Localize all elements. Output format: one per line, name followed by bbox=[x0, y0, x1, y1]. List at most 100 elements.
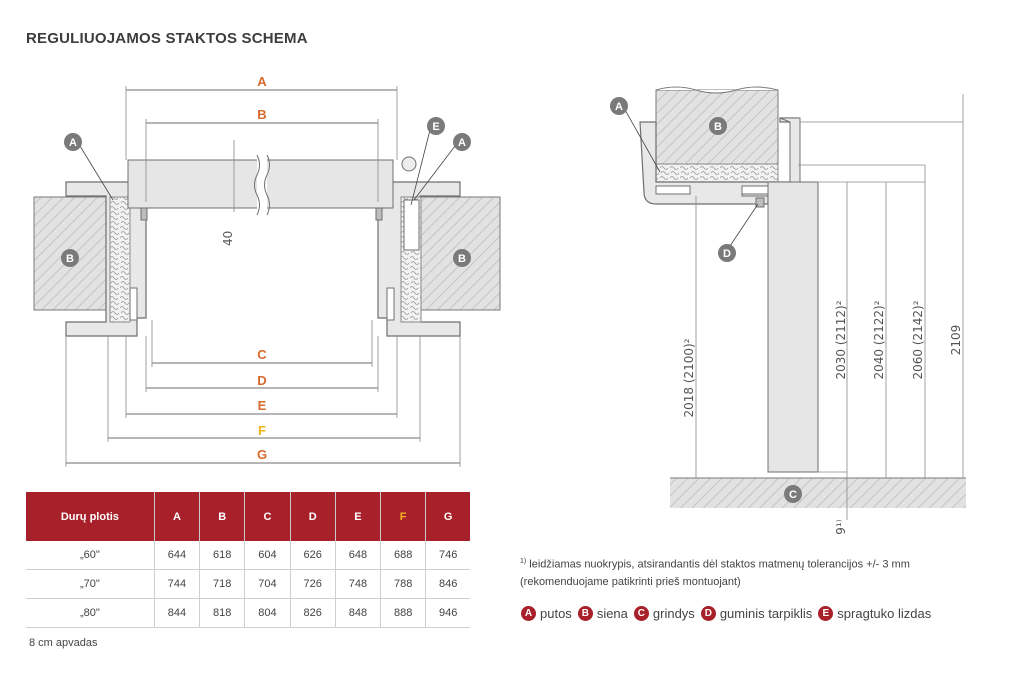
floor-gap-label: 9¹⁾ bbox=[834, 519, 848, 534]
dimensions-table: Durų plotis A B C D E F G „60" 644 618 6… bbox=[26, 492, 470, 628]
legend-item-gasket: D guminis tarpiklis bbox=[700, 606, 813, 621]
legend: A putos B siena C grindys D guminis tarp… bbox=[521, 606, 937, 621]
table-header: Durų plotis bbox=[26, 492, 155, 541]
top-foam bbox=[655, 163, 779, 183]
table-cell: 746 bbox=[425, 541, 470, 570]
table-cell: 626 bbox=[290, 541, 336, 570]
table-cell: 788 bbox=[380, 569, 427, 599]
legend-badge-d: D bbox=[700, 606, 716, 621]
marker-c-section: C bbox=[784, 485, 802, 503]
table-cell: 604 bbox=[244, 541, 291, 570]
svg-text:B: B bbox=[714, 121, 722, 133]
table-cell: 826 bbox=[290, 598, 336, 628]
door-break bbox=[257, 155, 267, 213]
table-cell: 946 bbox=[425, 598, 470, 628]
height-label-2018: 2018 (2100)² bbox=[682, 338, 696, 417]
legend-item-foam: A putos bbox=[521, 606, 572, 621]
table-cell: 848 bbox=[335, 598, 382, 628]
marker-a-section: A bbox=[610, 97, 628, 115]
dim-label-a: A bbox=[257, 74, 267, 89]
table-cell: 844 bbox=[154, 598, 201, 628]
footnote: 1) leidžiamas nuokrypis, atsirandantis d… bbox=[520, 553, 990, 591]
marker-a-left: A bbox=[64, 133, 82, 151]
table-row: „70" 744 718 704 726 748 788 846 bbox=[26, 569, 470, 599]
height-label-2109: 2109 bbox=[949, 325, 963, 356]
dim-label-g: G bbox=[257, 447, 267, 462]
trim-note: 8 cm apvadas bbox=[29, 637, 98, 649]
legend-label-floor: grindys bbox=[652, 606, 695, 621]
dim-label-c: C bbox=[257, 347, 267, 362]
table-cell: 644 bbox=[154, 541, 201, 570]
marker-b-right: B bbox=[453, 249, 471, 267]
table-cell: 718 bbox=[199, 569, 246, 599]
svg-text:B: B bbox=[66, 253, 74, 265]
legend-badge-b: B bbox=[577, 606, 593, 621]
legend-item-floor: C grindys bbox=[633, 606, 695, 621]
legend-label-foam: putos bbox=[540, 606, 572, 621]
table-cell: 704 bbox=[244, 569, 291, 599]
legend-item-wall: B siena bbox=[577, 606, 628, 621]
svg-text:B: B bbox=[458, 253, 466, 265]
dim-label-e: E bbox=[258, 398, 267, 413]
marker-e: E bbox=[427, 117, 445, 135]
dim-label-d: D bbox=[257, 373, 266, 388]
table-cell: 888 bbox=[380, 598, 427, 628]
table-header: E bbox=[335, 492, 382, 541]
table-cell: 618 bbox=[199, 541, 246, 570]
table-row: „60" 644 618 604 626 648 688 746 bbox=[26, 541, 470, 570]
depth-label: 40 bbox=[221, 231, 235, 246]
table-cell: 818 bbox=[199, 598, 246, 628]
legend-label-clip-socket: spragtuko lizdas bbox=[837, 606, 932, 621]
legend-label-gasket: guminis tarpiklis bbox=[719, 606, 813, 621]
table-header: D bbox=[290, 492, 336, 541]
table-header: A bbox=[154, 492, 201, 541]
height-label-2060: 2060 (2142)² bbox=[911, 300, 925, 379]
gasket bbox=[755, 197, 765, 208]
marker-a-right: A bbox=[453, 133, 471, 151]
marker-b-section: B bbox=[709, 117, 727, 135]
svg-text:A: A bbox=[69, 137, 77, 149]
svg-text:D: D bbox=[723, 248, 731, 260]
left-foam bbox=[109, 196, 131, 323]
legend-label-wall: siena bbox=[596, 606, 628, 621]
table-cell: „70" bbox=[26, 569, 155, 599]
dim-label-b: B bbox=[257, 107, 266, 122]
footnote-text: leidžiamas nuokrypis, atsirandantis dėl … bbox=[520, 558, 910, 588]
table-cell: 748 bbox=[335, 569, 382, 599]
table-header: F bbox=[380, 492, 427, 541]
legend-badge-a: A bbox=[521, 606, 536, 621]
height-label-2030: 2030 (2112)² bbox=[834, 300, 848, 379]
marker-d-section: D bbox=[718, 244, 736, 262]
left-seal bbox=[140, 207, 148, 221]
table-cell: 648 bbox=[335, 541, 382, 570]
page-title: REGULIUOJAMOS STAKTOS SCHEMA bbox=[26, 30, 308, 47]
legend-badge-e: E bbox=[818, 606, 834, 621]
svg-text:E: E bbox=[432, 121, 439, 133]
table-cell: „60" bbox=[26, 541, 155, 570]
svg-text:A: A bbox=[458, 137, 466, 149]
table-header: G bbox=[425, 492, 470, 541]
right-clip-slot bbox=[386, 287, 395, 321]
marker-b-left: B bbox=[61, 249, 79, 267]
table-cell: 688 bbox=[380, 541, 427, 570]
hinge bbox=[401, 156, 417, 172]
table-cell: 804 bbox=[244, 598, 291, 628]
right-wall bbox=[411, 196, 501, 311]
table-cell: „80" bbox=[26, 598, 155, 628]
legend-item-clip-socket: E spragtuko lizdas bbox=[818, 606, 931, 621]
height-label-2040: 2040 (2122)² bbox=[872, 300, 886, 379]
table-cell: 726 bbox=[290, 569, 336, 599]
section-view: 2018 (2100)² 2030 (2112)² 2040 (2122)² 2… bbox=[610, 86, 966, 535]
clip-socket bbox=[403, 199, 420, 251]
table-header: C bbox=[244, 492, 291, 541]
plan-view: A B C D E F G 40 A A E B B bbox=[33, 74, 501, 467]
table-cell: 744 bbox=[154, 569, 201, 599]
table-header: B bbox=[199, 492, 246, 541]
table-row: „80" 844 818 804 826 848 888 946 bbox=[26, 598, 470, 628]
left-clip-slot bbox=[129, 287, 138, 321]
legend-badge-c: C bbox=[633, 606, 649, 621]
svg-text:A: A bbox=[615, 101, 623, 113]
svg-text:C: C bbox=[789, 489, 797, 501]
table-cell: 846 bbox=[425, 569, 470, 599]
